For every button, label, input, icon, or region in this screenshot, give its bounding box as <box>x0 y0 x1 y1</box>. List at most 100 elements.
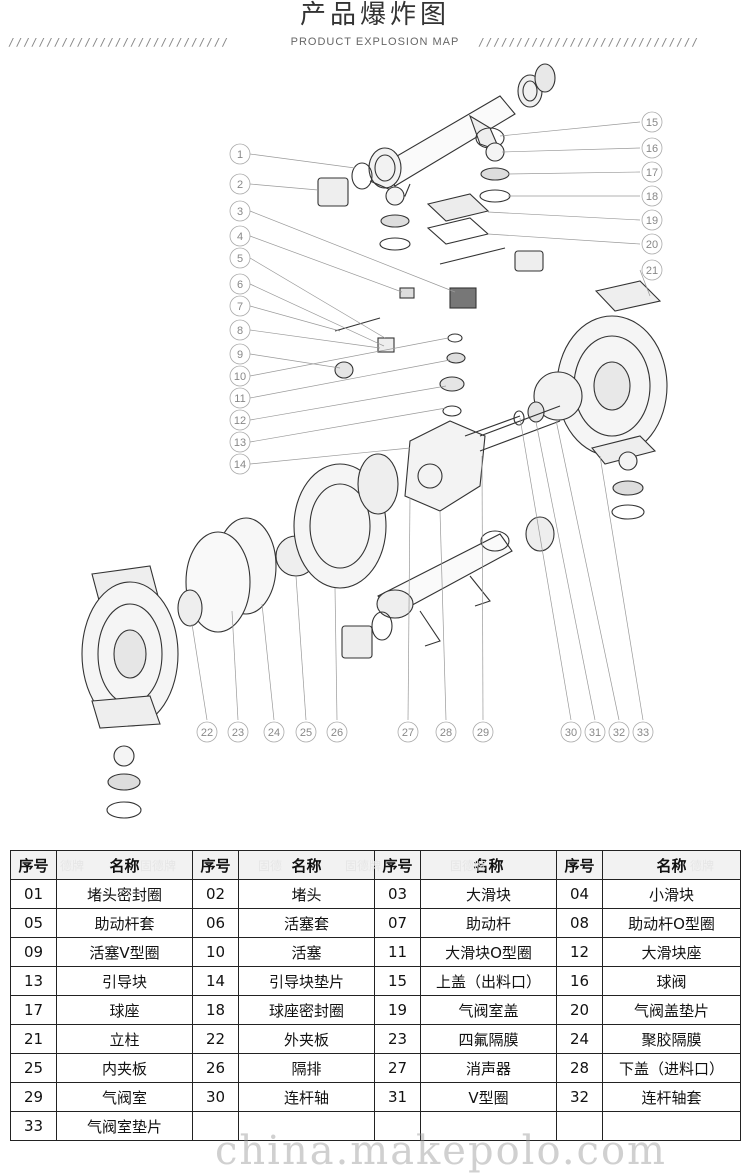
part-piston <box>514 250 544 272</box>
part-number-cell: 16 <box>556 966 603 996</box>
part-name-cell: 助动杆套 <box>56 908 193 938</box>
part-number-cell: 14 <box>192 966 239 996</box>
part-number-cell <box>374 1111 421 1141</box>
callout: 14 <box>229 453 251 475</box>
svg-text:1: 1 <box>237 149 243 161</box>
part-name-cell: V型圈 <box>420 1082 557 1112</box>
part-number-cell: 04 <box>556 879 603 909</box>
part-name-cell: 活塞 <box>238 937 375 967</box>
column-header: 名称 <box>238 850 375 880</box>
callout: 12 <box>229 409 251 431</box>
column-header: 序号 <box>374 850 421 880</box>
callout: 16 <box>641 137 663 159</box>
part-number-cell <box>192 1111 239 1141</box>
part-plug <box>317 177 349 207</box>
part-outer-plate <box>177 589 203 627</box>
table-header-row: 序号 名称 序号 名称 序号 名称 序号 名称 <box>10 850 741 880</box>
callout: 15 <box>641 111 663 133</box>
part-number-cell: 20 <box>556 995 603 1025</box>
part-name-cell: 气阀室盖 <box>420 995 557 1025</box>
part-name-cell: 球座 <box>56 995 193 1025</box>
callout: 17 <box>641 161 663 183</box>
callout: 25 <box>295 721 317 743</box>
part-number-cell: 05 <box>10 908 57 938</box>
callout: 29 <box>472 721 494 743</box>
callout: 8 <box>229 319 251 341</box>
part-name-cell: 立柱 <box>56 1024 193 1054</box>
callout-numbers: 1 2 3 4 5 6 7 8 9 10 11 12 13 14 15 16 1… <box>196 111 663 743</box>
part-name-cell <box>238 1111 375 1141</box>
part-name-cell: 引导块垫片 <box>238 966 375 996</box>
page-title: 产品爆炸图 <box>299 0 450 30</box>
footer-watermark: china.makepolo.com <box>215 1128 667 1174</box>
callout: 2 <box>229 173 251 195</box>
svg-text:3: 3 <box>237 206 243 218</box>
svg-text:21: 21 <box>646 265 658 277</box>
part-seat-seal <box>479 189 511 203</box>
callout: 6 <box>229 273 251 295</box>
svg-text:4: 4 <box>237 231 243 243</box>
callout: 11 <box>229 387 251 409</box>
column-header: 序号 <box>556 850 603 880</box>
part-number-cell: 31 <box>374 1082 421 1112</box>
part-number-cell: 25 <box>10 1053 57 1083</box>
column-header: 名称 <box>420 850 557 880</box>
part-name-cell: 下盖（进料口） <box>602 1053 741 1083</box>
part-air-valve-chamber <box>404 405 561 512</box>
svg-text:31: 31 <box>589 727 601 739</box>
part-name-cell: 助动杆 <box>420 908 557 938</box>
column-header: 名称 <box>56 850 193 880</box>
part-number-cell: 11 <box>374 937 421 967</box>
part-name-cell: 助动杆O型圈 <box>602 908 741 938</box>
part-name-cell: 堵头 <box>238 879 375 909</box>
part-large-slider <box>449 287 477 309</box>
part-name-cell: 上盖（出料口） <box>420 966 557 996</box>
callout: 4 <box>229 225 251 247</box>
callout: 20 <box>641 233 663 255</box>
callout: 27 <box>397 721 419 743</box>
callout: 28 <box>435 721 457 743</box>
part-air-valve-cover <box>426 193 490 222</box>
part-number-cell: 27 <box>374 1053 421 1083</box>
slash-divider-right: ///////////////////////////// <box>478 36 700 49</box>
part-name-cell: 四氟隔膜 <box>420 1024 557 1054</box>
callout: 33 <box>632 721 654 743</box>
callout: 26 <box>326 721 348 743</box>
column-header: 名称 <box>602 850 741 880</box>
svg-text:24: 24 <box>268 727 280 739</box>
part-name-cell <box>602 1111 741 1141</box>
part-number-cell: 07 <box>374 908 421 938</box>
callout: 23 <box>227 721 249 743</box>
callout: 21 <box>641 259 663 281</box>
svg-text:30: 30 <box>565 727 577 739</box>
explosion-diagram: 1 2 3 4 5 6 7 8 9 10 11 12 13 14 15 16 1… <box>81 63 668 819</box>
part-number-cell: 17 <box>10 995 57 1025</box>
part-left-pump-body <box>81 565 179 819</box>
svg-text:32: 32 <box>613 727 625 739</box>
svg-text:28: 28 <box>440 727 452 739</box>
svg-text:12: 12 <box>234 415 246 427</box>
part-name-cell: 活塞V型圈 <box>56 937 193 967</box>
part-number-cell: 03 <box>374 879 421 909</box>
part-name-cell: 大滑块座 <box>602 937 741 967</box>
callout: 19 <box>641 209 663 231</box>
callout: 30 <box>560 721 582 743</box>
part-name-cell: 球座密封圈 <box>238 995 375 1025</box>
page-subtitle: PRODUCT EXPLOSION MAP <box>290 36 460 48</box>
part-number-cell: 06 <box>192 908 239 938</box>
part-number-cell: 09 <box>10 937 57 967</box>
part-bottom-manifold <box>341 516 555 659</box>
part-number-cell: 29 <box>10 1082 57 1112</box>
svg-text:13: 13 <box>234 437 246 449</box>
svg-text:5: 5 <box>237 253 243 265</box>
callout: 3 <box>229 200 251 222</box>
callout: 24 <box>263 721 285 743</box>
part-name-cell: 气阀室 <box>56 1082 193 1112</box>
